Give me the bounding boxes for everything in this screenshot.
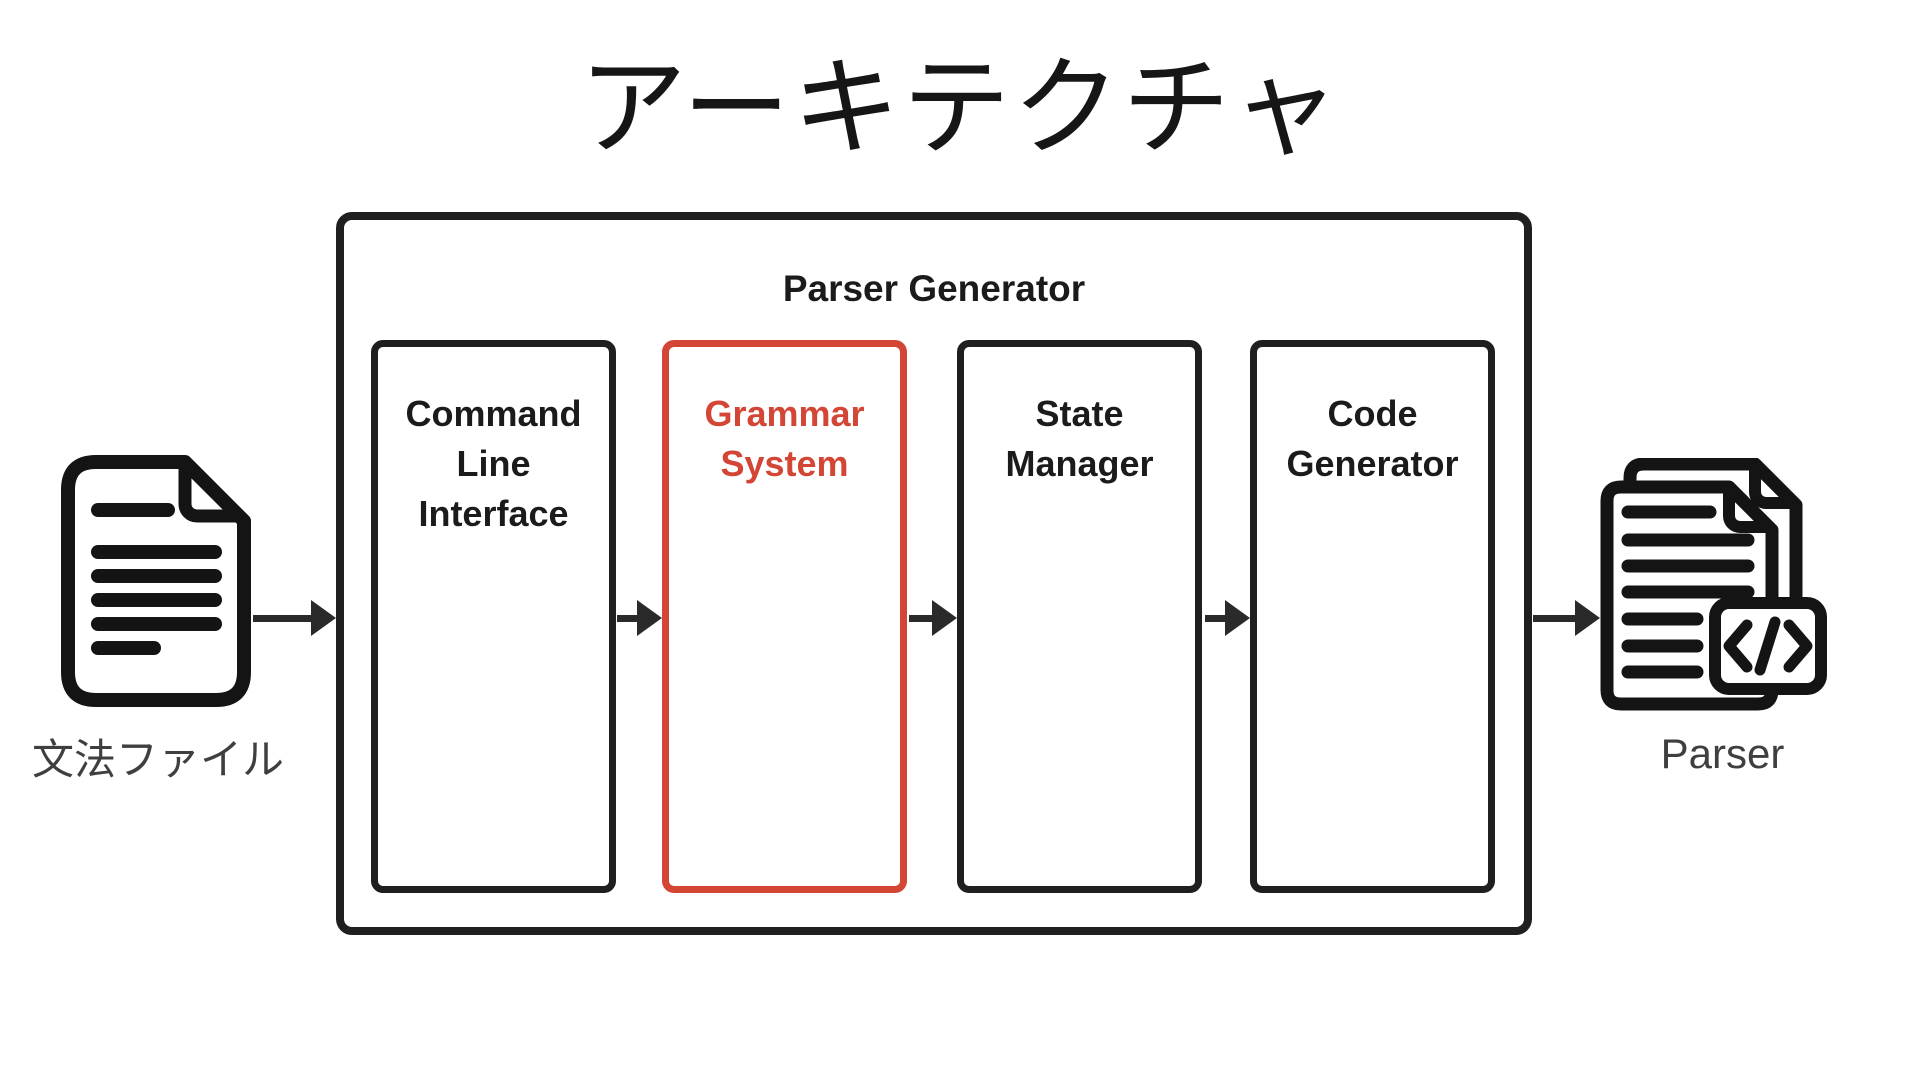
output-parser-label: Parser [1660,730,1785,777]
parser-generator-label: Parser Generator [782,268,1086,309]
module-label: Command Line Interface [405,393,582,534]
module-label: State Manager [1005,393,1154,484]
module-label: Code Generator [1286,393,1459,484]
grammar-file-icon [58,455,254,707]
parser-code-icon [1600,458,1845,713]
module-grammar-system: Grammar System [662,340,907,893]
arrow-grammar-to-state [909,600,957,636]
arrow-input-to-generator [253,600,336,636]
input-file-label: 文法ファイル [31,736,284,783]
arrow-cli-to-grammar [617,600,662,636]
module-state-manager: State Manager [957,340,1202,893]
module-label: Grammar System [704,393,865,484]
module-code-generator: Code Generator [1250,340,1495,893]
arrow-state-to-code [1205,600,1250,636]
module-command-line-interface: Command Line Interface [371,340,616,893]
arrow-generator-to-parser [1533,600,1600,636]
page-title: アーキテクチャ [578,47,1342,168]
